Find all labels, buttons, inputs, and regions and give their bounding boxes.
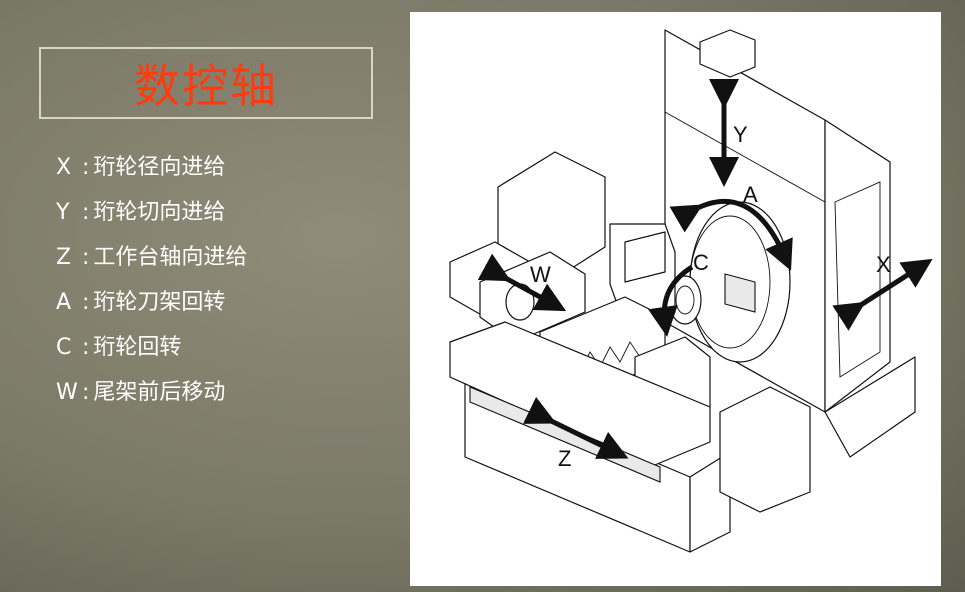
axis-item-y: Y:珩轮切向进给 [56, 195, 247, 240]
axis-description: 尾架前后移动 [93, 380, 226, 405]
axis-item-w: W:尾架前后移动 [56, 375, 247, 420]
axis-letter: A [56, 290, 72, 315]
axis-item-a: A:珩轮刀架回转 [56, 285, 247, 330]
label-z: Z [558, 446, 571, 471]
axis-description: 珩轮切向进给 [93, 200, 226, 225]
motion-arrows [477, 79, 933, 459]
axis-letter: W [56, 380, 78, 405]
label-w: W [530, 262, 551, 287]
axis-item-x: X:珩轮径向进给 [56, 150, 247, 195]
slide-title: 数控轴 [134, 59, 278, 113]
machine-diagram: Y A C X W Z [449, 29, 933, 553]
axis-letter: X [56, 155, 72, 180]
axis-letter: C [56, 335, 72, 360]
axis-item-c: C:珩轮回转 [56, 330, 247, 375]
label-x: X [876, 252, 891, 277]
machine-diagram-panel: Y A C X W Z [410, 12, 941, 586]
axis-letter: Y [56, 200, 70, 225]
axis-letter: Z [56, 245, 72, 270]
label-y: Y [733, 122, 748, 147]
axis-description: 珩轮刀架回转 [93, 290, 226, 315]
label-c: C [693, 250, 709, 275]
axis-description: 珩轮径向进给 [93, 155, 226, 180]
axis-item-z: Z:工作台轴向进给 [56, 240, 247, 285]
label-a: A [743, 182, 758, 207]
title-box: 数控轴 [39, 47, 373, 119]
axis-list: X:珩轮径向进给 Y:珩轮切向进给 Z:工作台轴向进给 A:珩轮刀架回转 C:珩… [56, 150, 247, 420]
axis-description: 工作台轴向进给 [93, 245, 248, 270]
axis-description: 珩轮回转 [93, 335, 182, 360]
